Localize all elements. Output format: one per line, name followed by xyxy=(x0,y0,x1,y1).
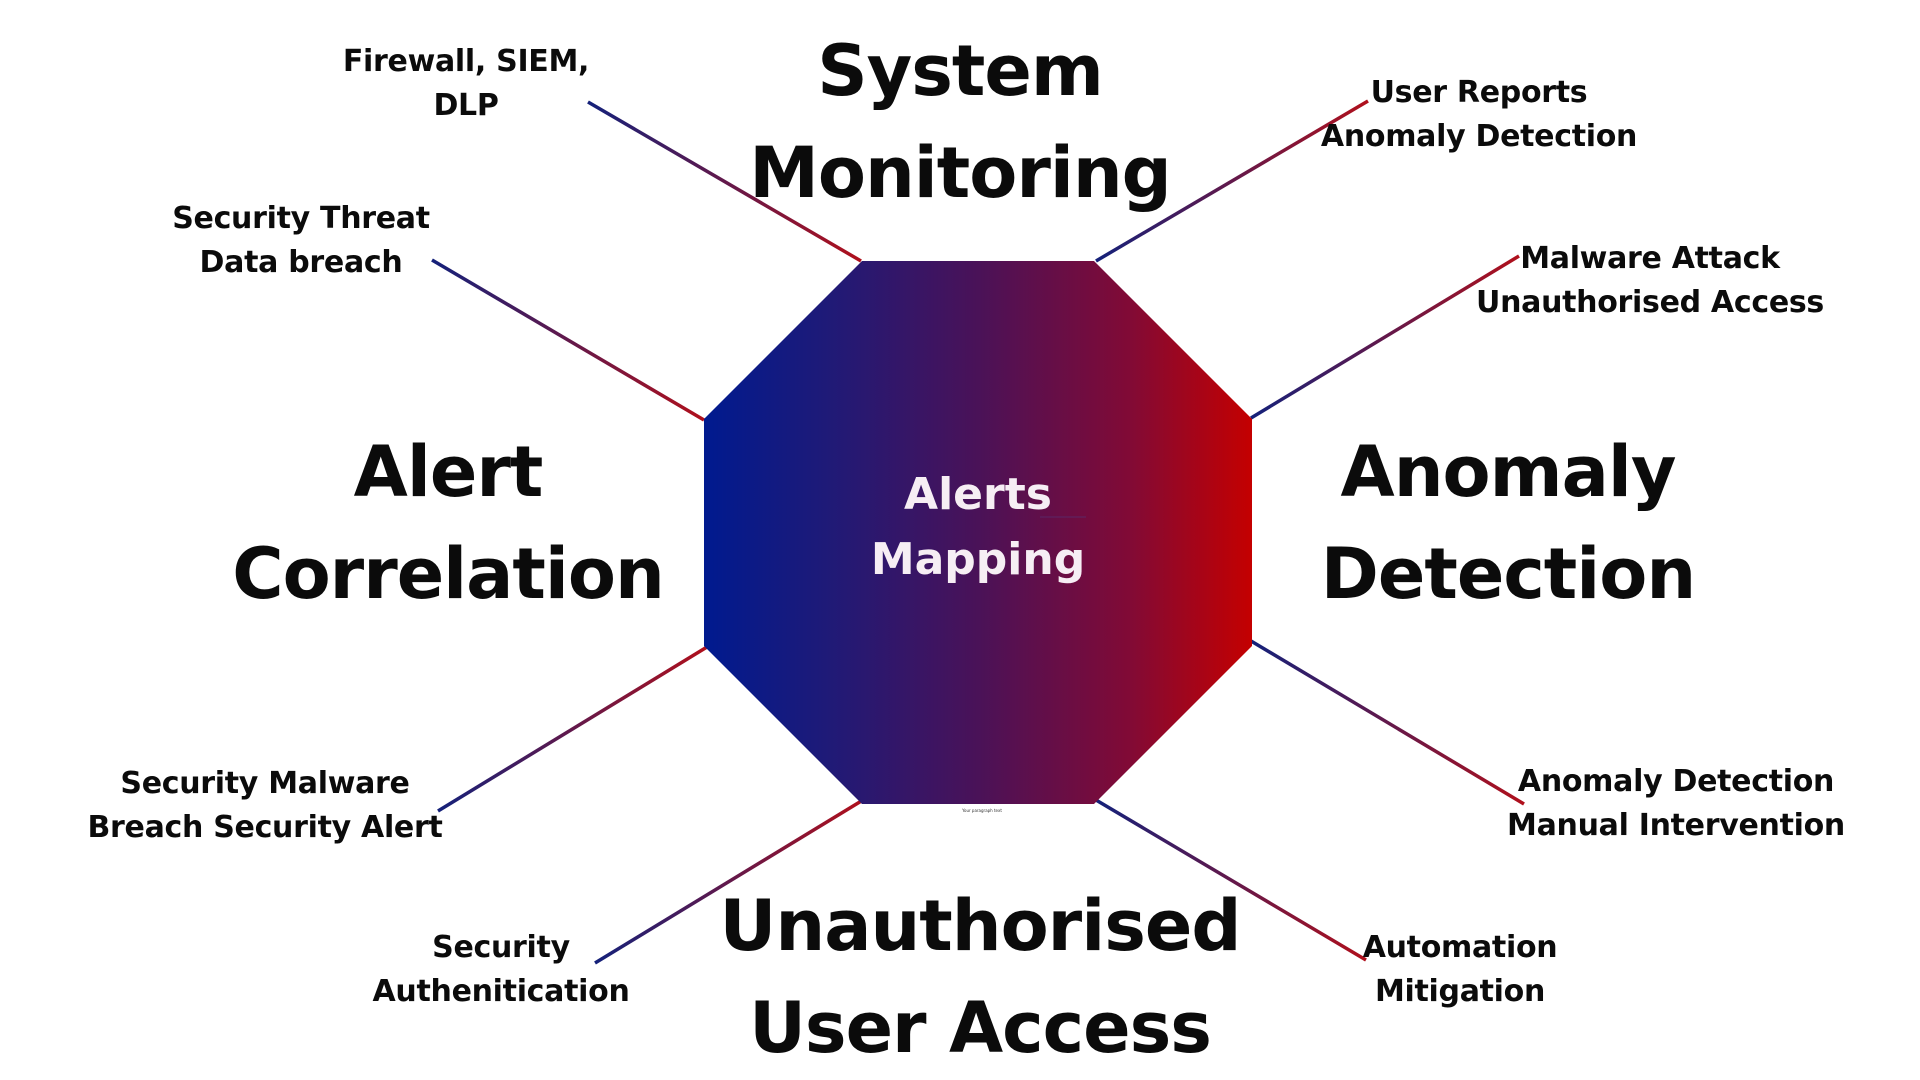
detail-line: Firewall, SIEM, xyxy=(342,44,590,79)
category-alert-correlation: Alert Correlation xyxy=(232,421,665,625)
detail-line: Data breach xyxy=(199,245,403,280)
detail-line: User Reports xyxy=(1370,75,1588,110)
category-line: System xyxy=(817,30,1104,112)
detail-line: Unauthorised Access xyxy=(1476,285,1824,320)
connector-user-reports xyxy=(1095,99,1369,263)
center-octagon xyxy=(704,261,1252,804)
connector-malware-attack xyxy=(1250,254,1520,420)
detail-line: Breach Security Alert xyxy=(87,810,443,845)
detail-line: Anomaly Detection xyxy=(1320,119,1638,154)
detail-line: Manual Intervention xyxy=(1507,808,1845,843)
category-unauthorised-user-access: Unauthorised User Access xyxy=(719,875,1242,1079)
detail-anomaly-manual: Anomaly Detection Manual Intervention xyxy=(1507,760,1845,848)
detail-line: Security xyxy=(432,930,570,965)
center-title-line-1: Alerts xyxy=(904,469,1052,520)
detail-security-authentication: Security Authenitication xyxy=(372,926,629,1014)
category-anomaly-detection: Anomaly Detection xyxy=(1320,421,1696,625)
category-line: Monitoring xyxy=(749,132,1172,214)
connector-automation-mitigation xyxy=(1095,798,1367,962)
category-line: Alert xyxy=(353,431,544,513)
connector-security-threat xyxy=(431,258,705,422)
connector-security-malware xyxy=(437,645,708,813)
detail-line: Security Malware xyxy=(120,766,410,801)
category-line: User Access xyxy=(749,987,1212,1069)
category-line: Correlation xyxy=(232,533,665,615)
detail-line: Mitigation xyxy=(1374,974,1546,1009)
detail-line: DLP xyxy=(433,88,499,123)
detail-security-threat: Security Threat Data breach xyxy=(172,197,430,285)
detail-line: Anomaly Detection xyxy=(1517,764,1835,799)
category-line: Unauthorised xyxy=(719,885,1242,967)
detail-automation-mitigation: Automation Mitigation xyxy=(1363,926,1558,1014)
detail-line: Authenitication xyxy=(372,974,630,1009)
detail-security-malware: Security Malware Breach Security Alert xyxy=(87,762,442,850)
detail-user-reports: User Reports Anomaly Detection xyxy=(1321,71,1637,159)
detail-line: Malware Attack xyxy=(1520,241,1780,276)
detail-malware-attack: Malware Attack Unauthorised Access xyxy=(1476,237,1824,325)
category-line: Detection xyxy=(1320,533,1696,615)
connector-firewall-siem-dlp xyxy=(587,100,862,263)
connector-security-authentication xyxy=(594,798,864,965)
center-title: Alerts Mapping xyxy=(871,462,1085,592)
detail-line: Automation xyxy=(1362,930,1558,965)
center-title-line-2: Mapping xyxy=(870,534,1086,585)
category-line: Anomaly xyxy=(1340,431,1677,513)
category-system-monitoring: System Monitoring xyxy=(749,20,1172,224)
detail-firewall-siem-dlp: Firewall, SIEM, DLP xyxy=(342,40,590,128)
placeholder-text: Your paragraph text xyxy=(962,808,1002,813)
detail-line: Security Threat xyxy=(172,201,430,236)
connector-anomaly-manual xyxy=(1250,639,1525,806)
